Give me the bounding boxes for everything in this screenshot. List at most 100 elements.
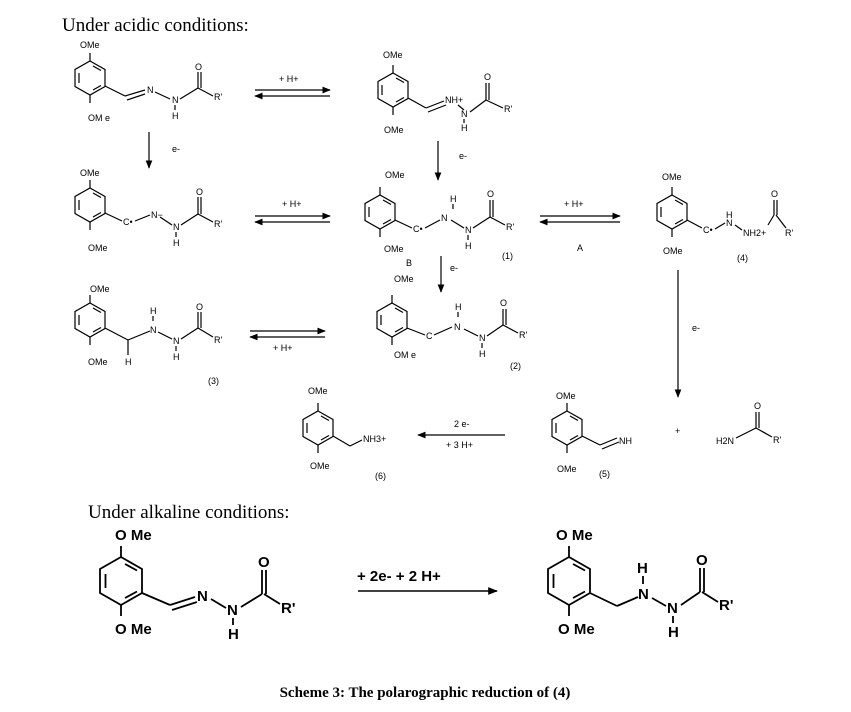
o-atom: O — [484, 72, 491, 82]
n-atom: N — [173, 222, 180, 232]
n-atom: N — [147, 85, 154, 95]
molecule-cation-radical-4: OMe OMe C• H N NH2+ O R' (4) — [656, 172, 793, 263]
scheme-caption: Scheme 3: The polarographic reduction of… — [280, 685, 571, 701]
r-group: R' — [773, 435, 781, 445]
compound-label-6: (6) — [375, 471, 386, 481]
ome-label: OMe — [557, 464, 577, 474]
ome-label: OMe — [384, 244, 404, 254]
o-atom: O — [487, 189, 494, 199]
compound-label-3: (3) — [208, 376, 219, 386]
molecule-protonated-hydrazone: OMe OMe NH+ N H O R' — [377, 50, 512, 135]
o-atom: O — [196, 187, 203, 197]
molecule-amine-6: OMe OMe NH3+ (6) — [302, 386, 386, 481]
c-radical: C• — [703, 225, 713, 235]
h-atom: H — [150, 306, 157, 316]
n-atom: N — [667, 600, 678, 617]
h-atom: H — [125, 357, 132, 367]
h-atom: H — [172, 111, 179, 121]
ome-label: O Me — [115, 527, 152, 544]
reagent-three-h: + 3 H+ — [446, 440, 473, 450]
n-atom: N — [461, 109, 468, 119]
ome-label: OMe — [662, 172, 682, 182]
molecule-amide: H2N O R' — [716, 401, 781, 446]
compound-label-1: (1) — [502, 251, 513, 261]
h-atom: H — [726, 210, 733, 220]
molecule-hydrazide-3: OMe OMe H H N N H O R' (3) — [74, 284, 222, 386]
h-atom: H — [173, 352, 180, 362]
n-minus: N− — [151, 210, 163, 220]
h2n-group: H2N — [716, 436, 734, 446]
r-group: R' — [519, 330, 527, 340]
r-group: R' — [506, 222, 514, 232]
molecule-radical-1: OMe OMe C• H N N H O R' (1) — [364, 170, 514, 261]
path-label-a: A — [577, 243, 583, 253]
nh3-plus: NH3+ — [363, 434, 386, 444]
reagent-h-plus: + H+ — [564, 199, 584, 209]
n-atom: N — [227, 602, 238, 619]
reagent-e-minus: e- — [459, 151, 467, 161]
ome-label: OM e — [394, 350, 416, 360]
ome-label: OMe — [385, 170, 405, 180]
reagent-e-minus: e- — [450, 263, 458, 273]
ome-label: OMe — [80, 40, 100, 50]
r-group: R' — [504, 104, 512, 114]
molecule-hydrazone: OMe OM e N N H O R' — [74, 40, 222, 123]
o-atom: O — [196, 302, 203, 312]
r-group: R' — [719, 597, 733, 614]
h-atom: H — [228, 626, 239, 643]
reagent-h-plus: + H+ — [282, 199, 302, 209]
h-atom: H — [461, 123, 468, 133]
c-atom: C — [426, 331, 433, 341]
o-atom: O — [500, 298, 507, 308]
o-atom: O — [696, 552, 708, 569]
ome-label: OMe — [556, 391, 576, 401]
h-atom: H — [450, 194, 457, 204]
heading-alkaline: Under alkaline conditions: — [88, 502, 290, 523]
compound-label-2: (2) — [510, 361, 521, 371]
reagent-e-minus: e- — [692, 323, 700, 333]
plus-sign: + — [675, 426, 680, 436]
molecule-imine-5: OMe OMe NH (5) — [551, 391, 632, 479]
n-atom: N — [441, 213, 448, 223]
molecule-hydrazide-alkaline: O Me O Me H N N H O R' — [547, 527, 733, 641]
nh-plus: NH+ — [445, 95, 463, 105]
ome-label: OMe — [310, 461, 330, 471]
ome-label: OMe — [384, 125, 404, 135]
path-label-b: B — [406, 258, 412, 268]
o-atom: O — [195, 62, 202, 72]
compound-label-4: (4) — [737, 253, 748, 263]
r-group: R' — [214, 219, 222, 229]
compound-label-5: (5) — [599, 469, 610, 479]
ome-label: O Me — [556, 527, 593, 544]
h-atom: H — [455, 302, 462, 312]
molecule-radical-anion: OMe OMe C• N− N H O R' — [74, 168, 222, 253]
n-atom: N — [465, 225, 472, 235]
ome-label: OMe — [90, 284, 110, 294]
n-atom: N — [197, 588, 208, 605]
r-group: R' — [785, 228, 793, 238]
h-atom: H — [173, 238, 180, 248]
n-atom: N — [726, 218, 733, 228]
reagent-e-minus: e- — [172, 144, 180, 154]
n-atom: N — [479, 333, 486, 343]
n-atom: N — [172, 95, 179, 105]
r-group: R' — [214, 92, 222, 102]
o-atom: O — [754, 401, 761, 411]
ome-label: OMe — [88, 357, 108, 367]
n-atom: N — [638, 586, 649, 603]
molecule-hydrazone-alkaline: O Me O Me N N H O R' — [99, 527, 295, 643]
ome-label: OMe — [394, 274, 414, 284]
o-atom: O — [771, 189, 778, 199]
ome-label: OMe — [383, 50, 403, 60]
molecule-carbanion-2: OMe OM e C H N N H O R' (2) — [376, 274, 527, 371]
r-group: R' — [214, 335, 222, 345]
h-atom: H — [668, 624, 679, 641]
o-atom: O — [258, 554, 270, 571]
ome-label: OMe — [88, 243, 108, 253]
ome-label: OMe — [80, 168, 100, 178]
reagent-alkaline: + 2e- + 2 H+ — [357, 568, 441, 585]
c-radical: C• — [123, 217, 133, 227]
reagent-h-plus: + H+ — [279, 74, 299, 84]
n-atom: N — [150, 325, 157, 335]
